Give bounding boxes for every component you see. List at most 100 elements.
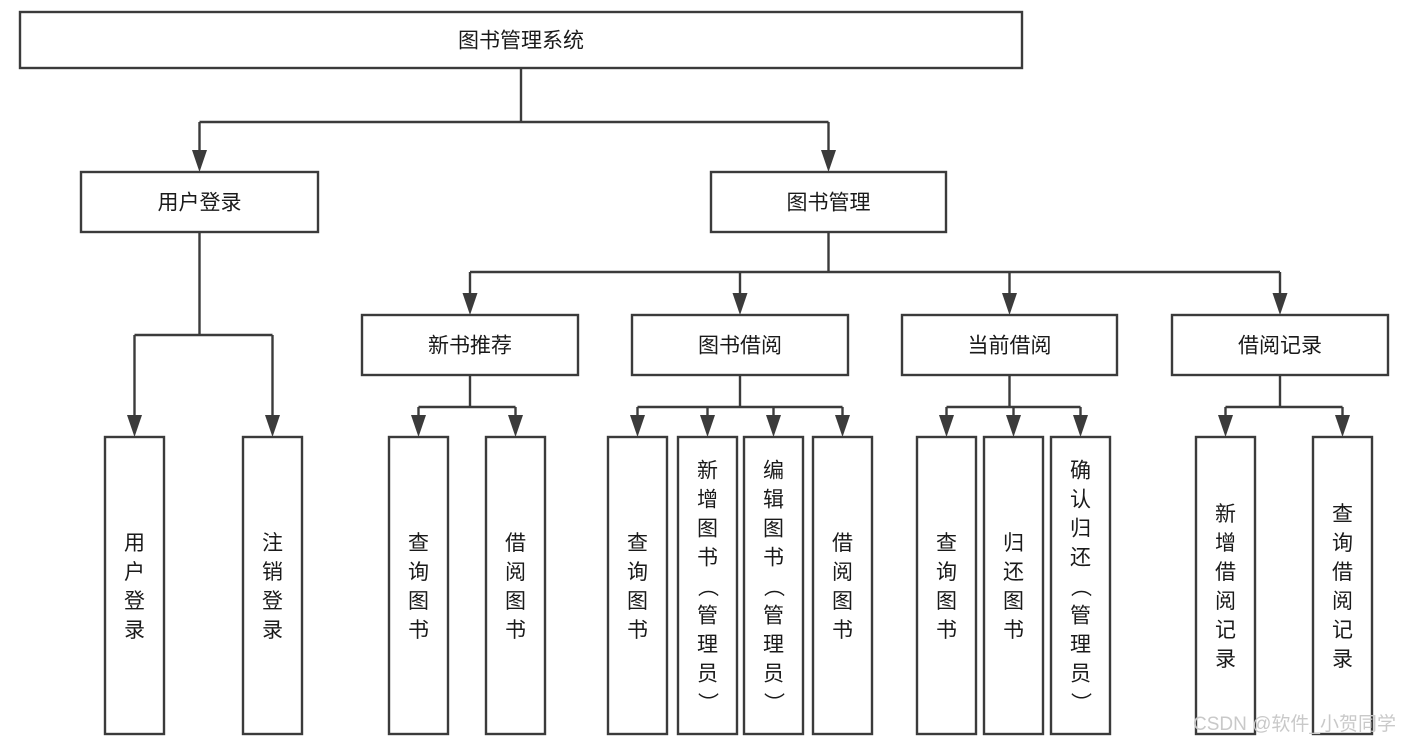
arrow-head-icon — [835, 415, 850, 437]
node-root[interactable]: 图书管理系统 — [18, 10, 1024, 70]
node-label-char: 新 — [697, 460, 718, 483]
node-current-borrow[interactable]: 当前借阅 — [900, 313, 1119, 377]
node-box[interactable] — [676, 435, 739, 736]
node-user-login[interactable]: 用户登录 — [79, 170, 320, 234]
arrow-head-icon — [1272, 293, 1288, 315]
watermark-label: CSDN @软件_小贺同学 — [1193, 713, 1396, 735]
node-label-char: 还 — [1070, 547, 1091, 570]
node-label-char: （ — [762, 576, 785, 597]
node-label-char: 阅 — [1332, 590, 1353, 613]
node-box[interactable] — [742, 435, 805, 736]
node-box[interactable] — [900, 313, 1119, 377]
node-box[interactable] — [915, 435, 978, 736]
node-box[interactable] — [1311, 435, 1374, 736]
arrow-head-icon — [265, 415, 280, 437]
node-label-char: 注 — [262, 532, 283, 555]
node-label-char: 录 — [124, 619, 145, 642]
node-box[interactable] — [1170, 313, 1390, 377]
node-box[interactable] — [982, 435, 1045, 736]
node-box[interactable] — [18, 10, 1024, 70]
edges-layer — [127, 68, 1350, 437]
node-box[interactable] — [103, 435, 166, 736]
node-box[interactable] — [387, 435, 450, 736]
node-label-char: 书 — [1003, 619, 1024, 642]
node-box[interactable] — [241, 435, 304, 736]
node-box[interactable] — [484, 435, 547, 736]
node-label-char: 辑 — [763, 489, 784, 512]
arrow-head-icon — [1218, 415, 1233, 437]
arrow-head-icon — [1006, 415, 1021, 437]
node-leaf-user-login[interactable]: 用户登录 — [103, 435, 166, 736]
node-label-char: 用 — [124, 532, 145, 555]
arrow-head-icon — [192, 150, 207, 172]
node-label-char: 借 — [1332, 561, 1353, 584]
node-box[interactable] — [360, 313, 580, 377]
node-label-char: 登 — [124, 590, 145, 613]
node-label-char: 管 — [697, 605, 718, 628]
node-new-book-rec[interactable]: 新书推荐 — [360, 313, 580, 377]
node-label: 用户登录 — [158, 192, 242, 215]
node-box[interactable] — [606, 435, 669, 736]
node-label-char: 还 — [1003, 561, 1024, 584]
node-label-char: 编 — [763, 460, 784, 483]
node-label-char: 员 — [763, 663, 784, 686]
node-label-char: 书 — [505, 619, 526, 642]
node-label-char: 录 — [1215, 648, 1236, 671]
arrow-head-icon — [411, 415, 426, 437]
node-box[interactable] — [630, 313, 850, 377]
node-label-char: 新 — [1215, 503, 1236, 526]
node-label-char: 理 — [763, 634, 784, 657]
node-label-char: 登 — [262, 590, 283, 613]
node-label-char: 录 — [1332, 648, 1353, 671]
node-label-char: 管 — [763, 605, 784, 628]
node-box[interactable] — [811, 435, 874, 736]
arrow-head-icon — [1002, 293, 1017, 315]
node-book-borrow[interactable]: 图书借阅 — [630, 313, 850, 377]
node-label-char: 查 — [627, 532, 648, 555]
node-label: 图书管理系统 — [458, 30, 584, 53]
node-label-char: 书 — [408, 619, 429, 642]
node-label-char: 图 — [936, 590, 957, 613]
node-label-char: 销 — [262, 561, 283, 584]
node-label-char: 归 — [1003, 532, 1024, 555]
node-label-char: 归 — [1070, 518, 1091, 541]
node-label-char: 书 — [627, 619, 648, 642]
node-label-char: 书 — [936, 619, 957, 642]
node-box[interactable] — [1194, 435, 1257, 736]
node-label-char: 认 — [1070, 489, 1091, 512]
node-label-char: 书 — [763, 547, 784, 570]
arrow-head-icon — [700, 415, 715, 437]
node-label-char: 图 — [697, 518, 718, 541]
node-borrow-record[interactable]: 借阅记录 — [1170, 313, 1390, 377]
node-box[interactable] — [709, 170, 948, 234]
node-label-char: （ — [696, 576, 719, 597]
node-label-char: 查 — [408, 532, 429, 555]
arrow-head-icon — [732, 293, 748, 315]
node-book-manage[interactable]: 图书管理 — [709, 170, 948, 234]
node-label-char: 阅 — [832, 561, 853, 584]
node-label-char: 图 — [408, 590, 429, 613]
node-label-char: 户 — [124, 561, 145, 584]
arrow-head-icon — [1335, 415, 1350, 437]
node-label-char: 询 — [408, 561, 429, 584]
node-label-char: 阅 — [505, 561, 526, 584]
node-label-char: 询 — [936, 561, 957, 584]
node-label-char: 理 — [1070, 634, 1091, 657]
node-label-char: ） — [1069, 692, 1092, 713]
node-box[interactable] — [79, 170, 320, 234]
node-label-char: 借 — [505, 532, 526, 555]
node-box[interactable] — [1049, 435, 1112, 736]
node-label: 图书管理 — [787, 192, 871, 215]
